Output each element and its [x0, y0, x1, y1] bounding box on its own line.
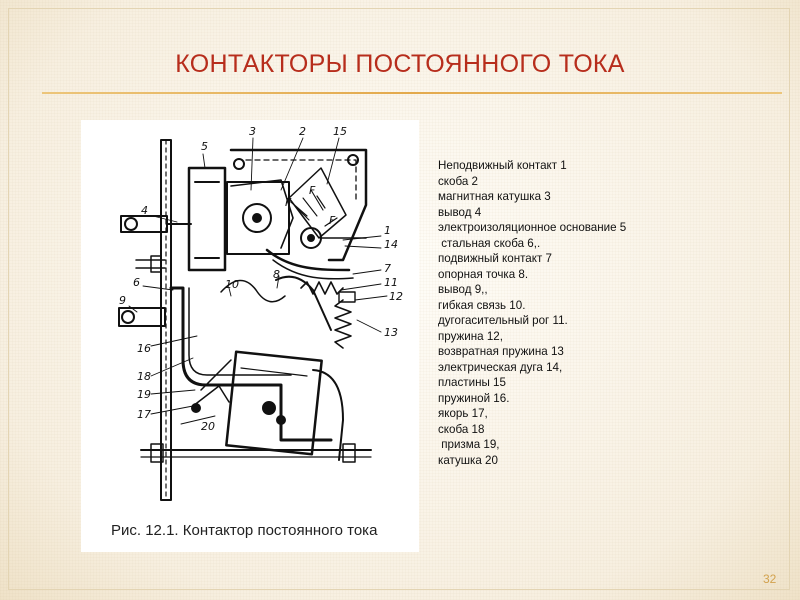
legend-item: электрическая дуга 14,: [438, 360, 563, 374]
diagram-label: 18: [137, 370, 151, 383]
diagram-label: 11: [384, 276, 398, 289]
legend-item: скоба 2: [438, 174, 478, 188]
legend-item: якорь 17,: [438, 407, 488, 420]
diagram-label: 7: [384, 262, 391, 275]
figure-caption: Рис. 12.1. Контактор постоянного тока: [111, 522, 378, 539]
diagram-label: 14: [384, 238, 398, 251]
title-underline: [42, 92, 782, 94]
legend-item: Неподвижный контакт 1: [438, 159, 567, 172]
legend-item: подвижный контакт 7: [438, 252, 552, 265]
parts-legend: Неподвижный контакт 1 скоба 2 магнитная …: [438, 158, 778, 468]
legend-item: призма 19,: [438, 438, 500, 451]
diagram-label: 17: [137, 408, 151, 421]
diagram-label: 9: [119, 294, 126, 307]
diagram-label: 16: [137, 342, 151, 355]
diagram-label: F: [329, 214, 336, 227]
diagram-label: 3: [249, 125, 256, 138]
diagram-label: 15: [333, 125, 347, 138]
contactor-drawing: [118, 137, 388, 501]
legend-item: электроизоляционное основание 5: [438, 221, 627, 234]
legend-item: пружиной 16.: [438, 391, 510, 405]
diagram-label: F: [285, 196, 292, 209]
page-number: 32: [763, 572, 777, 586]
diagram-label: 4: [141, 204, 148, 217]
diagram-label: 20: [201, 420, 215, 433]
diagram-label: F: [309, 184, 316, 197]
legend-item: дугогасительный рог 11.: [438, 314, 568, 327]
legend-item: возвратная пружина 13: [438, 345, 564, 358]
legend-item: магнитная катушка 3: [438, 190, 551, 203]
diagram-label: 13: [384, 326, 398, 339]
diagram-label: 10: [225, 278, 239, 291]
legend-item: стальная скоба 6,.: [438, 236, 541, 250]
diagram-label: 5: [201, 140, 208, 153]
legend-item: опорная точка 8.: [438, 267, 529, 281]
legend-item: пластины 15: [438, 376, 506, 389]
diagram-label: 19: [137, 388, 151, 401]
diagram-label: 12: [389, 290, 403, 303]
legend-item: гибкая связь 10.: [438, 298, 526, 312]
legend-item: пружина 12,: [438, 329, 503, 343]
diagram-labels: 3 2 15 5 4 1 14 7 11 12 6 9 10 8 13 16 1…: [119, 125, 403, 433]
diagram-label: 8: [273, 268, 280, 281]
legend-item: скоба 18: [438, 422, 485, 436]
slide-title: КОНТАКТОРЫ ПОСТОЯННОГО ТОКА: [175, 50, 625, 78]
legend-item: катушка 20: [438, 453, 498, 467]
diagram-label: 1: [384, 224, 391, 237]
legend-item: вывод 9,,: [438, 283, 488, 296]
diagram-label: 2: [299, 125, 306, 138]
diagram-label: 6: [133, 276, 140, 289]
legend-item: вывод 4: [438, 205, 482, 219]
contactor-diagram: 3 2 15 5 4 1 14 7 11 12 6 9 10 8 13 16 1…: [81, 120, 419, 552]
slide-frame: [8, 8, 790, 590]
